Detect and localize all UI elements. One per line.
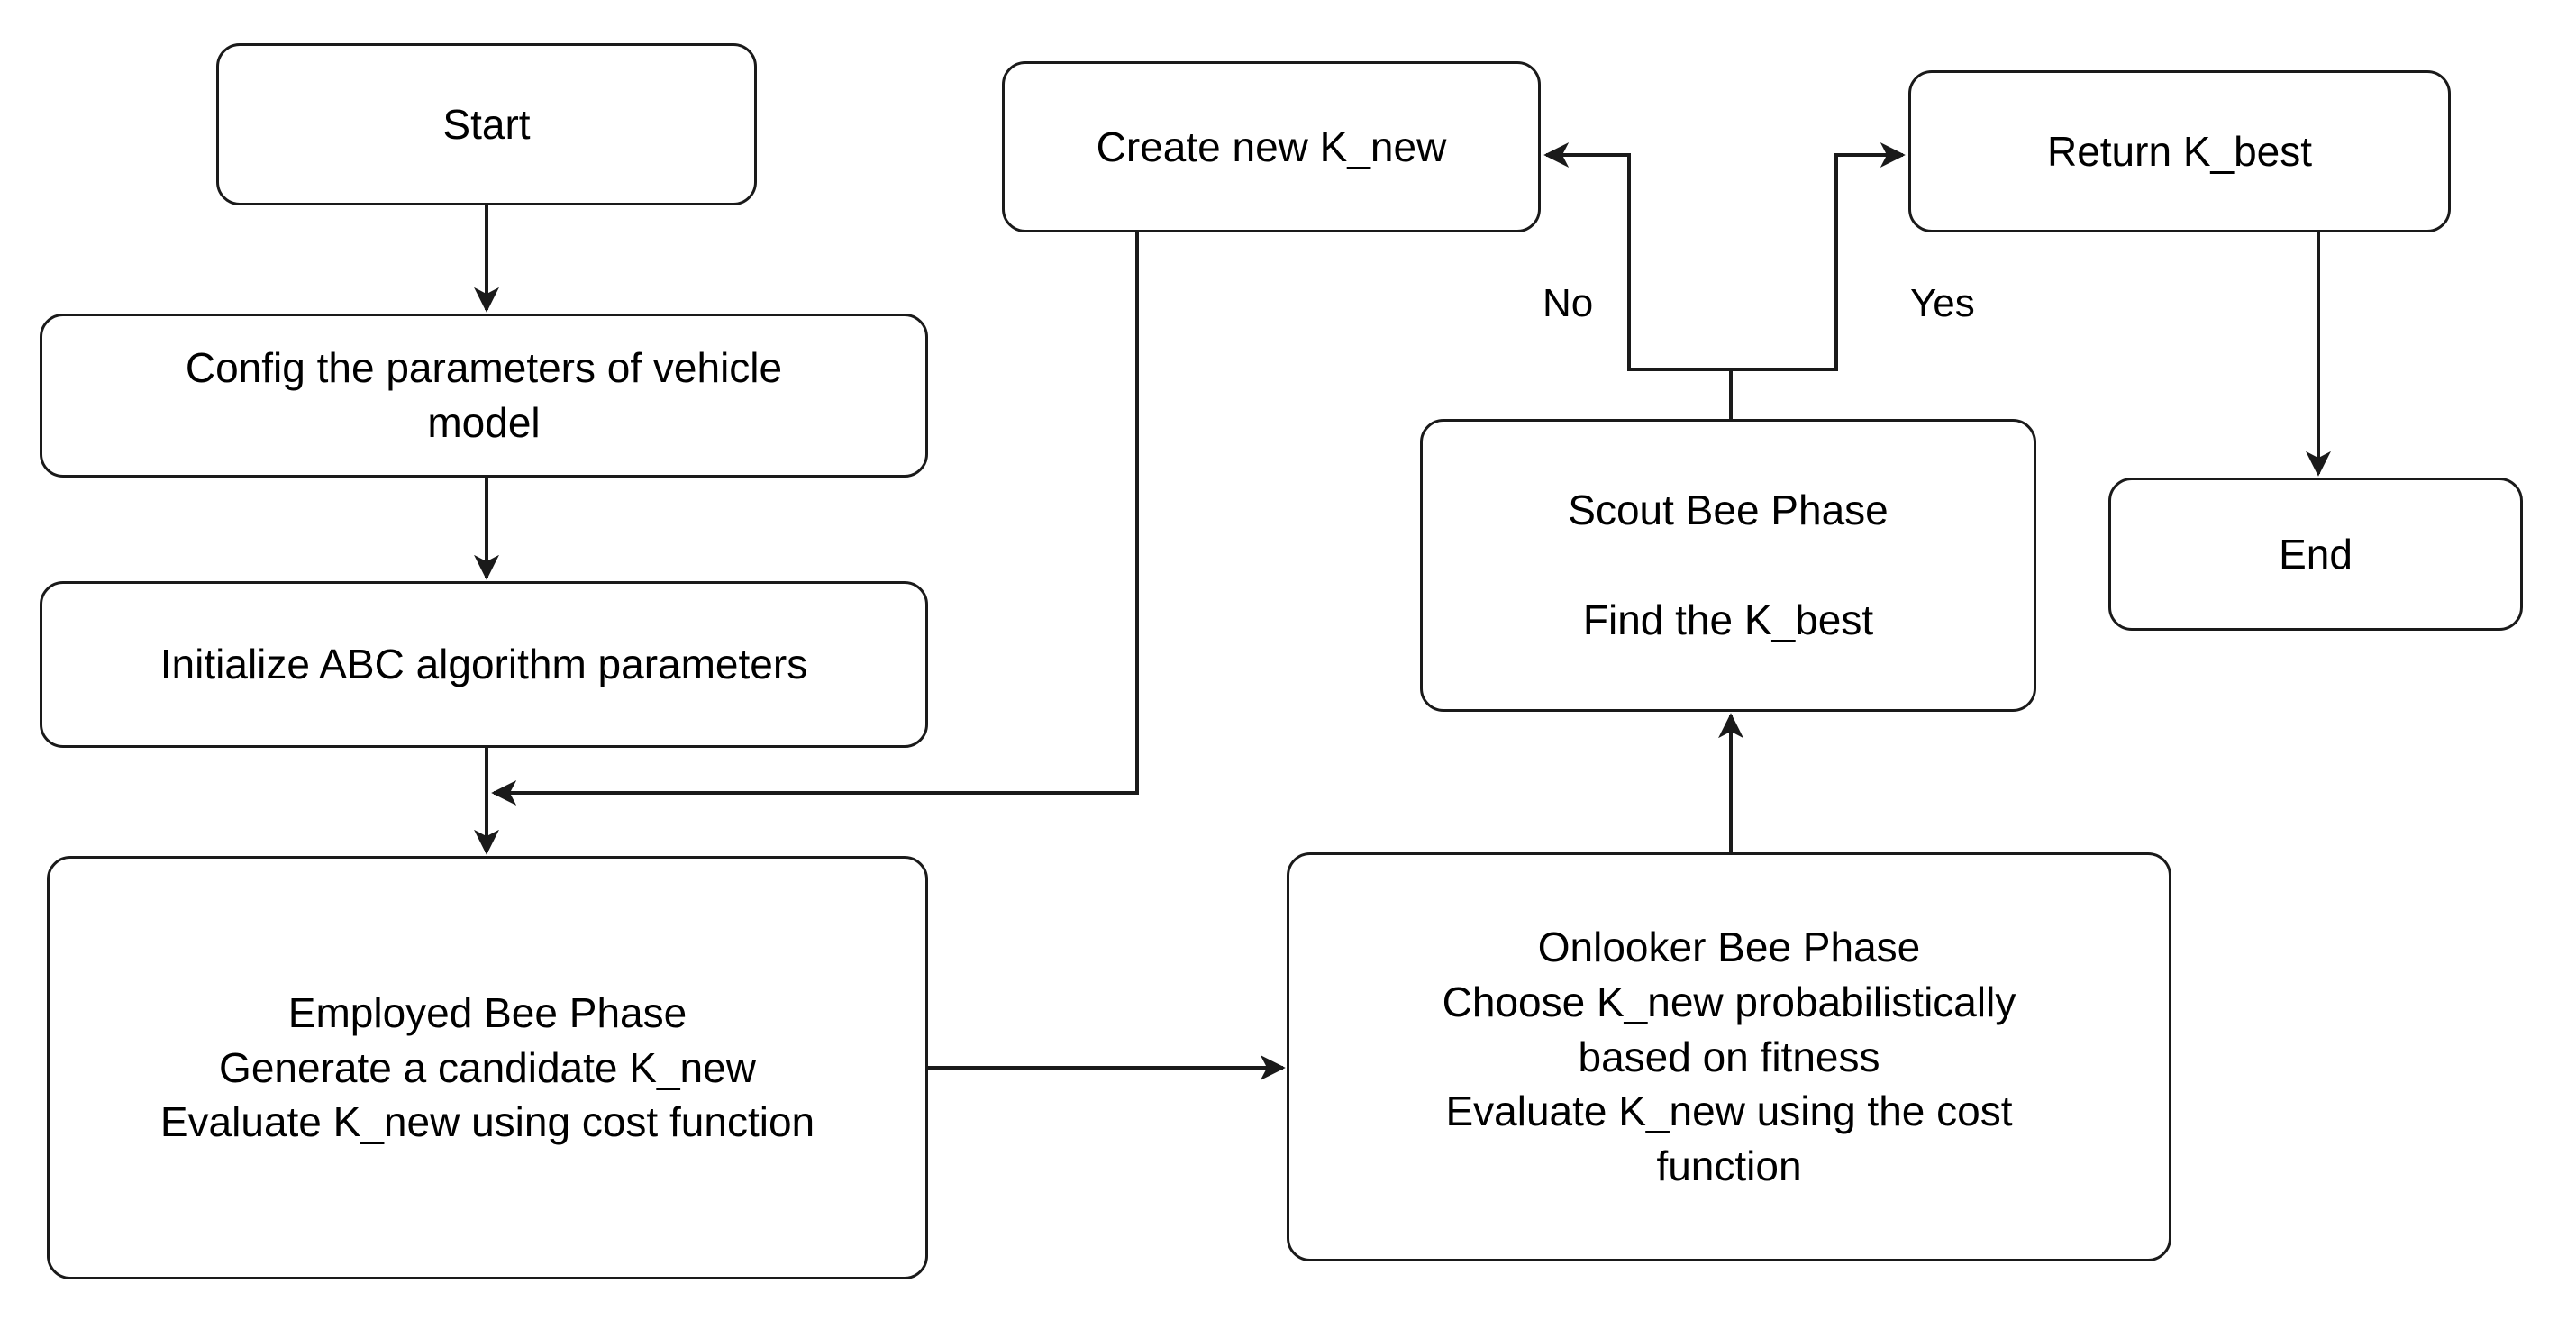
node-return-k-best[interactable]: Return K_best — [1908, 70, 2451, 232]
node-end[interactable]: End — [2108, 478, 2523, 631]
node-initialize-abc-parameters[interactable]: Initialize ABC algorithm parameters — [40, 581, 928, 748]
edge-scout-to-returnbest-yes — [1731, 142, 1906, 371]
node-create-new-k-new[interactable]: Create new K_new — [1002, 61, 1541, 232]
node-config-vehicle-model[interactable]: Config the parameters of vehicle model — [40, 314, 928, 478]
edge-scout-to-createnew-no — [1543, 142, 1731, 371]
node-start[interactable]: Start — [216, 43, 757, 205]
node-scout-bee-phase[interactable]: Scout Bee Phase Find the K_best — [1420, 419, 2036, 712]
node-onlooker-bee-phase[interactable]: Onlooker Bee Phase Choose K_new probabil… — [1287, 852, 2171, 1261]
edge-label-no: No — [1543, 281, 1594, 325]
edge-label-yes: Yes — [1910, 281, 1975, 325]
node-employed-bee-phase[interactable]: Employed Bee Phase Generate a candidate … — [47, 856, 928, 1279]
